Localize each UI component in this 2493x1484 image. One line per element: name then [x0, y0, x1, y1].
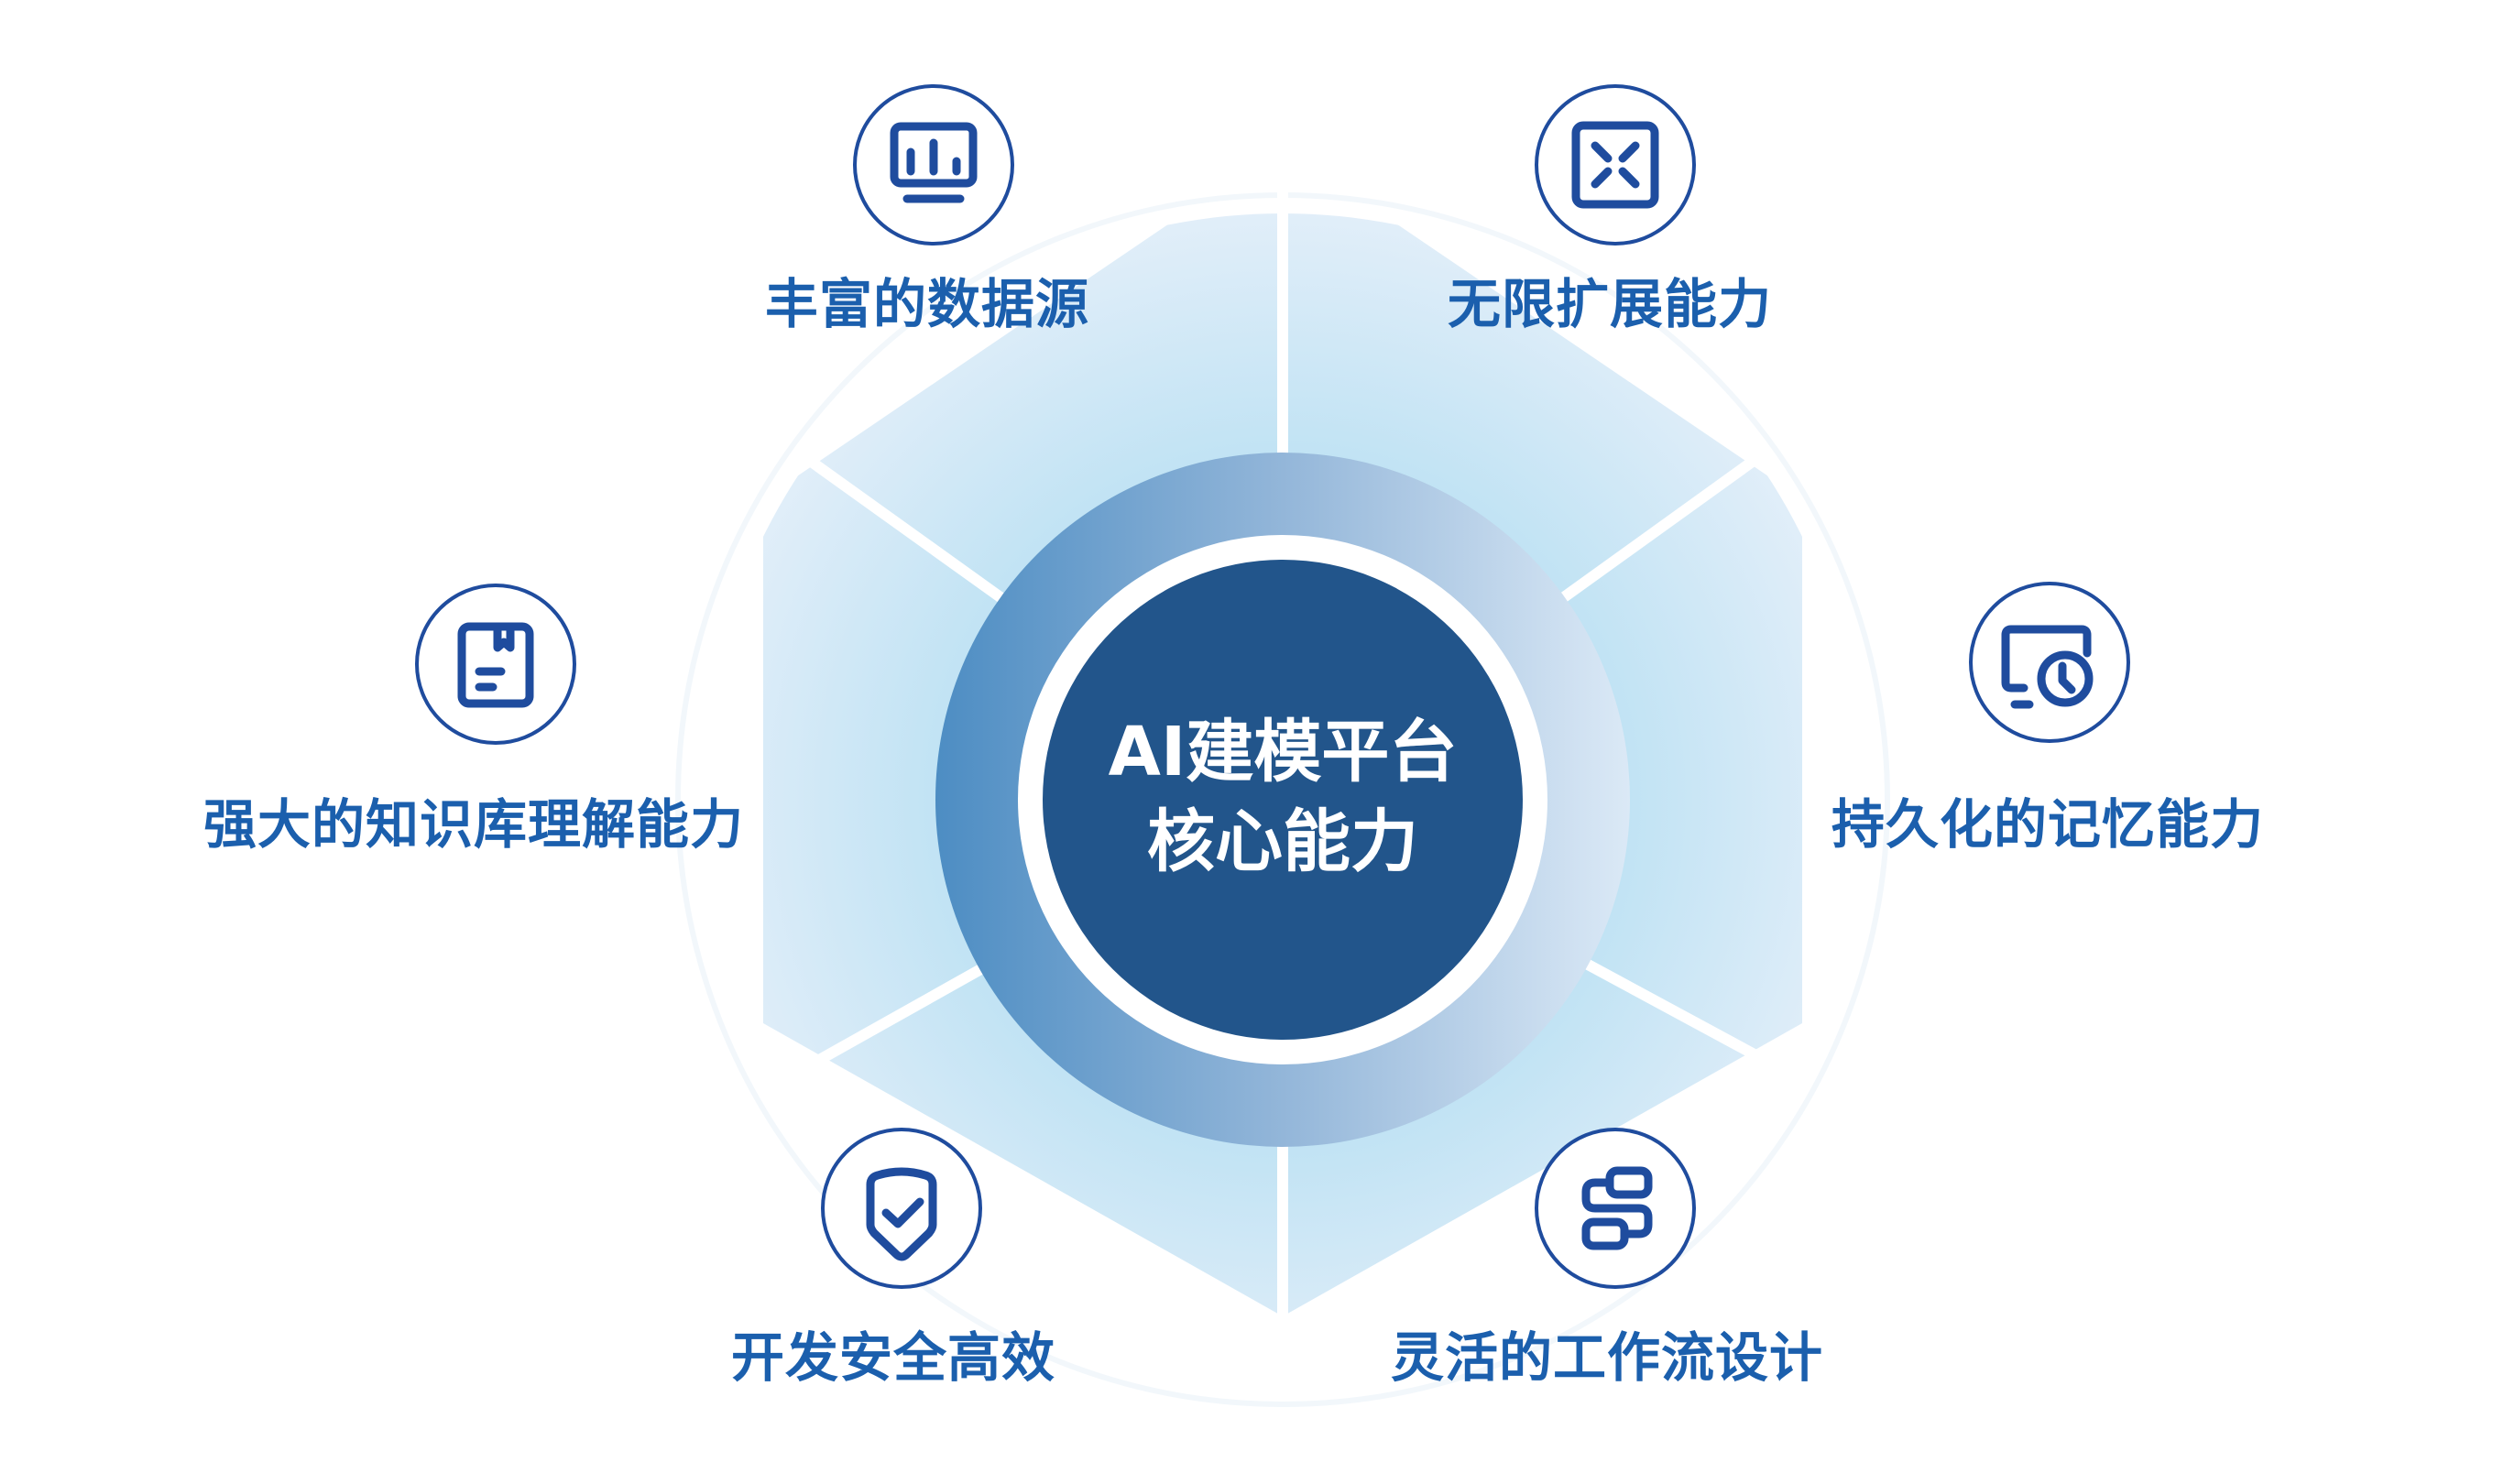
center-title-line-1: AI建模平台 — [1108, 713, 1458, 791]
monitor-clock-icon — [1967, 580, 2132, 745]
center-title-line-2: 核心能力 — [1147, 802, 1418, 881]
capability-label-knowledge-base: 强大的知识库理解能力 — [203, 793, 745, 856]
expand-arrows-icon — [1533, 82, 1698, 247]
workflow-icon — [1533, 1126, 1698, 1291]
bookmark-document-icon — [413, 582, 578, 747]
shield-check-icon — [819, 1126, 984, 1291]
capability-label-persistent-memory: 持久化的记忆能力 — [1831, 793, 2265, 856]
capability-label-secure-development: 开发安全高效 — [731, 1326, 1056, 1389]
capability-label-data-sources: 丰富的数据源 — [765, 273, 1090, 335]
center-circle — [1043, 560, 1523, 1040]
capability-label-workflow-design: 灵活的工作流设计 — [1391, 1326, 1824, 1389]
monitor-bar-chart-icon — [851, 82, 1016, 247]
capability-label-unlimited-extension: 无限扩展能力 — [1448, 273, 1773, 335]
